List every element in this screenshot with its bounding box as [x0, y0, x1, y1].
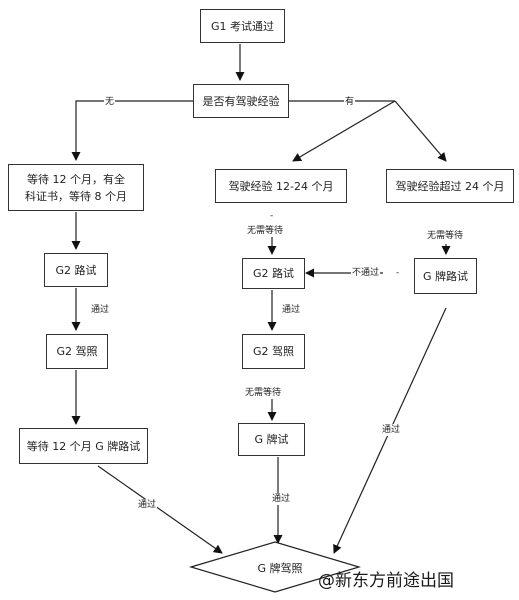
edge-label-none: 无	[104, 96, 116, 108]
g1-test-passed-box: G1 考试通过	[200, 9, 285, 43]
edge-question-to-wait	[71, 100, 193, 161]
edge-label-pass-left-bottom: 通过	[137, 499, 158, 511]
driving-experience-question-box: 是否有驾驶经验	[193, 84, 289, 118]
edge-label-pass-right: 通过	[381, 424, 402, 436]
g2-road-test-left-box: G2 路试	[44, 253, 108, 287]
edge-label-pass-left-top: 通过	[90, 304, 111, 316]
edge-label-yes: 有	[344, 96, 356, 108]
wait-no-experience-box: 等待 12 个月，有全科证书，等待 8 个月	[8, 164, 144, 211]
experience-12-24-box: 驾驶经验 12-24 个月	[215, 169, 347, 203]
g-license-diamond	[188, 541, 362, 593]
edge-yes-to-exp-over-24	[394, 100, 447, 162]
edge-yes-to-exp-12-24	[292, 100, 396, 162]
connector-dash-right: -	[396, 268, 400, 278]
experience-over-24-box: 驾驶经验超过 24 个月	[386, 169, 514, 203]
edge-label-no-wait-mid-2: 无需等待	[244, 387, 283, 399]
g2-road-test-mid-box: G2 路试	[242, 258, 305, 289]
connector-dash-mid: -	[270, 211, 274, 221]
g2-license-mid-box: G2 驾照	[242, 334, 305, 369]
watermark: @新东方前途出国	[318, 571, 454, 591]
edge-label-pass-mid-bottom: 通过	[271, 493, 292, 505]
g-license-label: G 牌驾照	[257, 562, 303, 575]
edge-label-no-wait-mid-1: 无需等待	[246, 225, 285, 237]
g-test-mid-box: G 牌试	[238, 423, 305, 456]
edge-wait-g-to-g-license	[97, 465, 223, 554]
edge-label-pass-mid-top: 通过	[281, 304, 302, 316]
wait-12-months-g-test-box: 等待 12 个月 G 牌路试	[19, 428, 148, 464]
edge-label-no-wait-right: 无需等待	[426, 230, 465, 242]
g-road-test-right-box: G 牌路试	[414, 258, 477, 294]
edge-label-fail: 不通过	[351, 267, 381, 279]
g2-license-left-box: G2 驾照	[46, 334, 108, 369]
